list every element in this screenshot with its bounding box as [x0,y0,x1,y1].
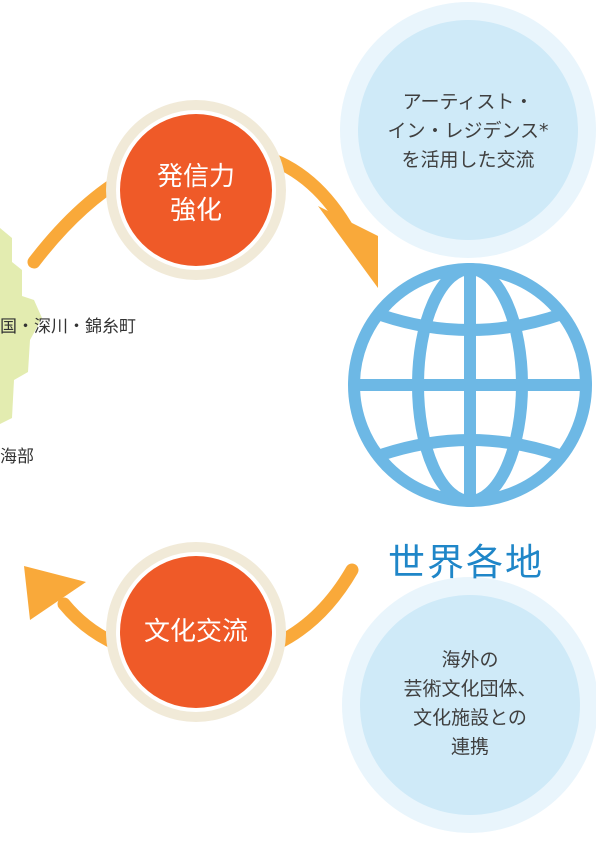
bottom-bubble-inner [360,595,580,815]
top-badge-line-2: 強化 [169,196,222,226]
bottom-badge-label: 文化交流 [126,615,266,649]
bottom-bubble-line-2: 芸術文化団体、 [403,678,537,700]
map-shape [0,228,42,424]
top-bubble-line-3: を活用した交流 [401,149,535,171]
bottom-badge [120,556,272,708]
top-arrowhead [318,206,378,288]
bottom-bubble-line-3: 文化施設との [413,707,527,729]
top-badge [120,114,272,266]
world-title: 世界各地 [388,541,544,584]
top-bubble-text: アーティスト・ イン・レジデンス* を活用した交流 [368,88,568,175]
top-badge-label: 発信力 強化 [126,160,266,228]
bottom-arrowhead [24,566,86,620]
bottom-badge-line-1: 文化交流 [143,617,248,647]
top-bubble-line-1: アーティスト・ [402,91,534,113]
bottom-bubble-line-4: 連携 [450,736,489,758]
top-bubble-line-2: イン・レジデンス* [387,120,549,142]
top-bubble-inner [358,20,578,240]
map-label-lower: 海部 [0,447,34,467]
globe-icon [348,263,592,507]
top-badge-line-1: 発信力 [156,162,235,192]
bottom-bubble-text: 海外の 芸術文化団体、 文化施設との 連携 [370,646,570,762]
bottom-bubble-line-1: 海外の [441,649,499,671]
map-label-upper: 国・深川・錦糸町 [0,317,136,337]
